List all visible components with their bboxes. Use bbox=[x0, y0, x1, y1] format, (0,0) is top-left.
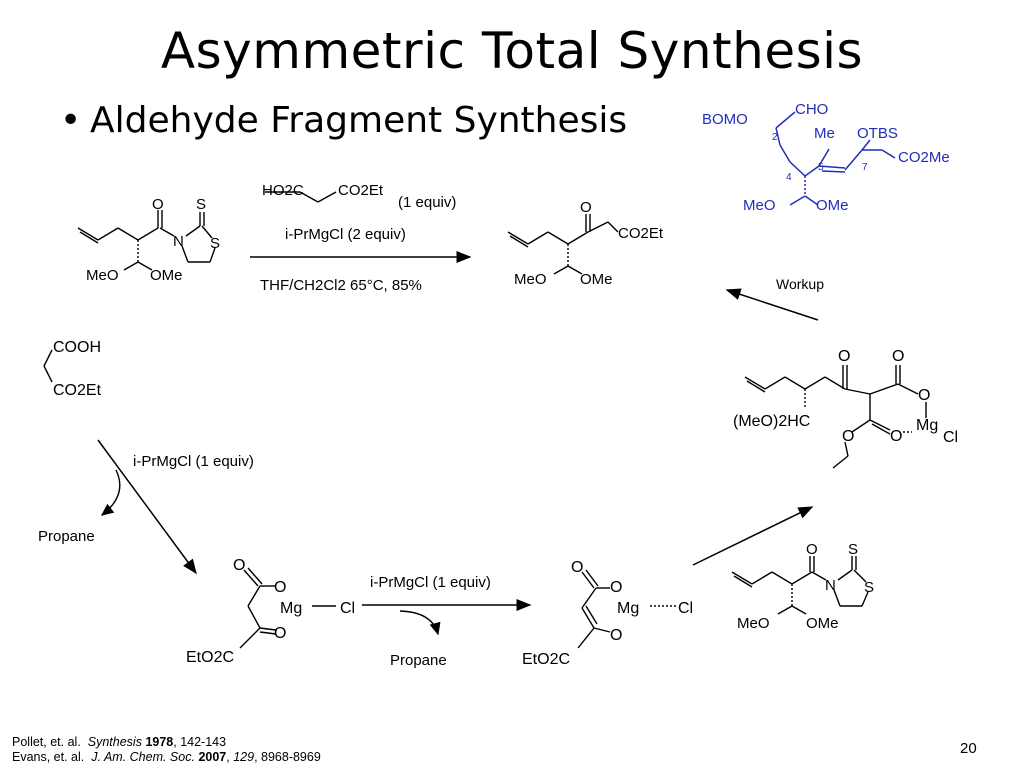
reagent-grignard-left: i-PrMgCl (1 equiv) bbox=[133, 453, 254, 470]
target-cho: CHO bbox=[795, 101, 828, 118]
target-aldehyde bbox=[775, 111, 896, 206]
reagent-conditions: THF/CH2Cl2 65°C, 85% bbox=[260, 277, 422, 294]
target-bomo: BOMO bbox=[702, 111, 748, 128]
target-c7: 7 bbox=[862, 162, 868, 173]
chelate1-o-ring: O bbox=[274, 579, 286, 596]
chelate1-mg: Mg bbox=[280, 600, 302, 617]
reagent-equiv: (1 equiv) bbox=[398, 194, 456, 211]
imide-meo: MeO bbox=[86, 267, 119, 284]
page-number: 20 bbox=[960, 740, 977, 757]
target-otbs: OTBS bbox=[857, 125, 898, 142]
adduct-ether-o: O bbox=[842, 428, 854, 445]
imide-ome: OMe bbox=[150, 267, 183, 284]
deprotonation-arrow bbox=[97, 439, 197, 575]
imide-carbonyl-o: O bbox=[152, 196, 164, 213]
reagent-ester: CO2Et bbox=[338, 182, 384, 199]
ref2-volume: 129 bbox=[233, 750, 255, 764]
bullet-heading: •Aldehyde Fragment Synthesis bbox=[60, 100, 627, 141]
target-me: Me bbox=[814, 125, 835, 142]
ketoester-meo: MeO bbox=[514, 271, 547, 288]
ref2-pages: , 8968-8969 bbox=[254, 750, 321, 764]
target-ome: OMe bbox=[816, 197, 849, 214]
chelate1-o-top: O bbox=[233, 557, 245, 574]
monoethyl-malonate bbox=[43, 349, 53, 383]
ref2-authors: Evans, et. al. bbox=[12, 750, 85, 764]
ref1-pages: , 142-143 bbox=[173, 735, 227, 749]
references: Pollet, et. al. Synthesis 1978, 142-143 … bbox=[12, 735, 321, 765]
imide2-meo: MeO bbox=[737, 615, 770, 632]
propane-left-label: Propane bbox=[38, 528, 95, 545]
target-c2: 2 bbox=[772, 132, 778, 143]
adduct-ketone-o: O bbox=[838, 348, 850, 365]
reference-1: Pollet, et. al. Synthesis 1978, 142-143 bbox=[12, 735, 321, 750]
adduct-ring-o: O bbox=[918, 387, 930, 404]
starting-imide bbox=[77, 210, 216, 271]
workup-label: Workup bbox=[776, 276, 824, 292]
ketoester-ome: OMe bbox=[580, 271, 613, 288]
imide2-ome: OMe bbox=[806, 615, 839, 632]
adduct-ester-o: O bbox=[892, 348, 904, 365]
chelate1-o-keto: O bbox=[274, 625, 286, 642]
target-c5: 5 bbox=[818, 162, 824, 173]
imide-reactant-right bbox=[731, 556, 869, 615]
imide2-n: N bbox=[825, 577, 836, 594]
slide-title: Asymmetric Total Synthesis bbox=[160, 22, 864, 80]
ref1-authors: Pollet, et. al. bbox=[12, 735, 81, 749]
ketoester-product bbox=[507, 214, 619, 275]
enolate-cl: Cl bbox=[678, 600, 693, 617]
enolate-o-bottom: O bbox=[610, 627, 622, 644]
reagent-grignard-mid: i-PrMgCl (1 equiv) bbox=[370, 574, 491, 591]
adduct-cl: Cl bbox=[943, 429, 958, 446]
target-meo: MeO bbox=[743, 197, 776, 214]
malonate-co2et: CO2Et bbox=[53, 382, 102, 399]
malonate-cooh: COOH bbox=[53, 339, 101, 356]
ref2-journal: J. Am. Chem. Soc. bbox=[91, 750, 195, 764]
mg-chelate-keto bbox=[239, 567, 336, 649]
propane-mid-label: Propane bbox=[390, 652, 447, 669]
imide-n: N bbox=[173, 233, 184, 250]
reagent-grignard-top: i-PrMgCl (2 equiv) bbox=[285, 226, 406, 243]
bullet-dot: • bbox=[60, 100, 82, 141]
enolate-o-ring: O bbox=[610, 579, 622, 596]
adduct-chelate-o: O bbox=[890, 428, 902, 445]
adduct-mg: Mg bbox=[916, 417, 938, 434]
adduct-meo2hc: (MeO)2HC bbox=[733, 413, 810, 430]
ketoester-o: O bbox=[580, 199, 592, 216]
ref1-year: 1978 bbox=[145, 735, 174, 749]
ref1-journal: Synthesis bbox=[87, 735, 142, 749]
propane-loss-arrow-left bbox=[100, 469, 121, 516]
acylation-arrow bbox=[692, 506, 814, 566]
enolate-o-top: O bbox=[571, 559, 583, 576]
ref2-year: 2007 bbox=[198, 750, 227, 764]
imide2-carbonyl-o: O bbox=[806, 541, 818, 558]
target-c4: 4 bbox=[786, 172, 792, 183]
chelate1-cl: Cl bbox=[340, 600, 355, 617]
reagent-acid: HO2C bbox=[262, 182, 304, 199]
bullet-text: Aldehyde Fragment Synthesis bbox=[90, 100, 628, 141]
enolate-eto2c: EtO2C bbox=[522, 651, 570, 668]
chelate1-eto2c: EtO2C bbox=[186, 649, 234, 666]
imide-thione-s: S bbox=[196, 196, 206, 213]
imide-ring-s: S bbox=[210, 235, 220, 252]
workup-arrow bbox=[725, 288, 819, 321]
imide2-ring-s: S bbox=[864, 579, 874, 596]
target-co2me: CO2Me bbox=[898, 149, 950, 166]
mg-enolate bbox=[577, 569, 676, 649]
enolate-mg: Mg bbox=[617, 600, 639, 617]
propane-loss-arrow-mid bbox=[399, 610, 441, 636]
imide2-thione-s: S bbox=[848, 541, 858, 558]
mg-chelated-adduct bbox=[744, 365, 927, 469]
ketoester-co2et: CO2Et bbox=[618, 225, 664, 242]
reference-2: Evans, et. al. J. Am. Chem. Soc. 2007, 1… bbox=[12, 750, 321, 764]
